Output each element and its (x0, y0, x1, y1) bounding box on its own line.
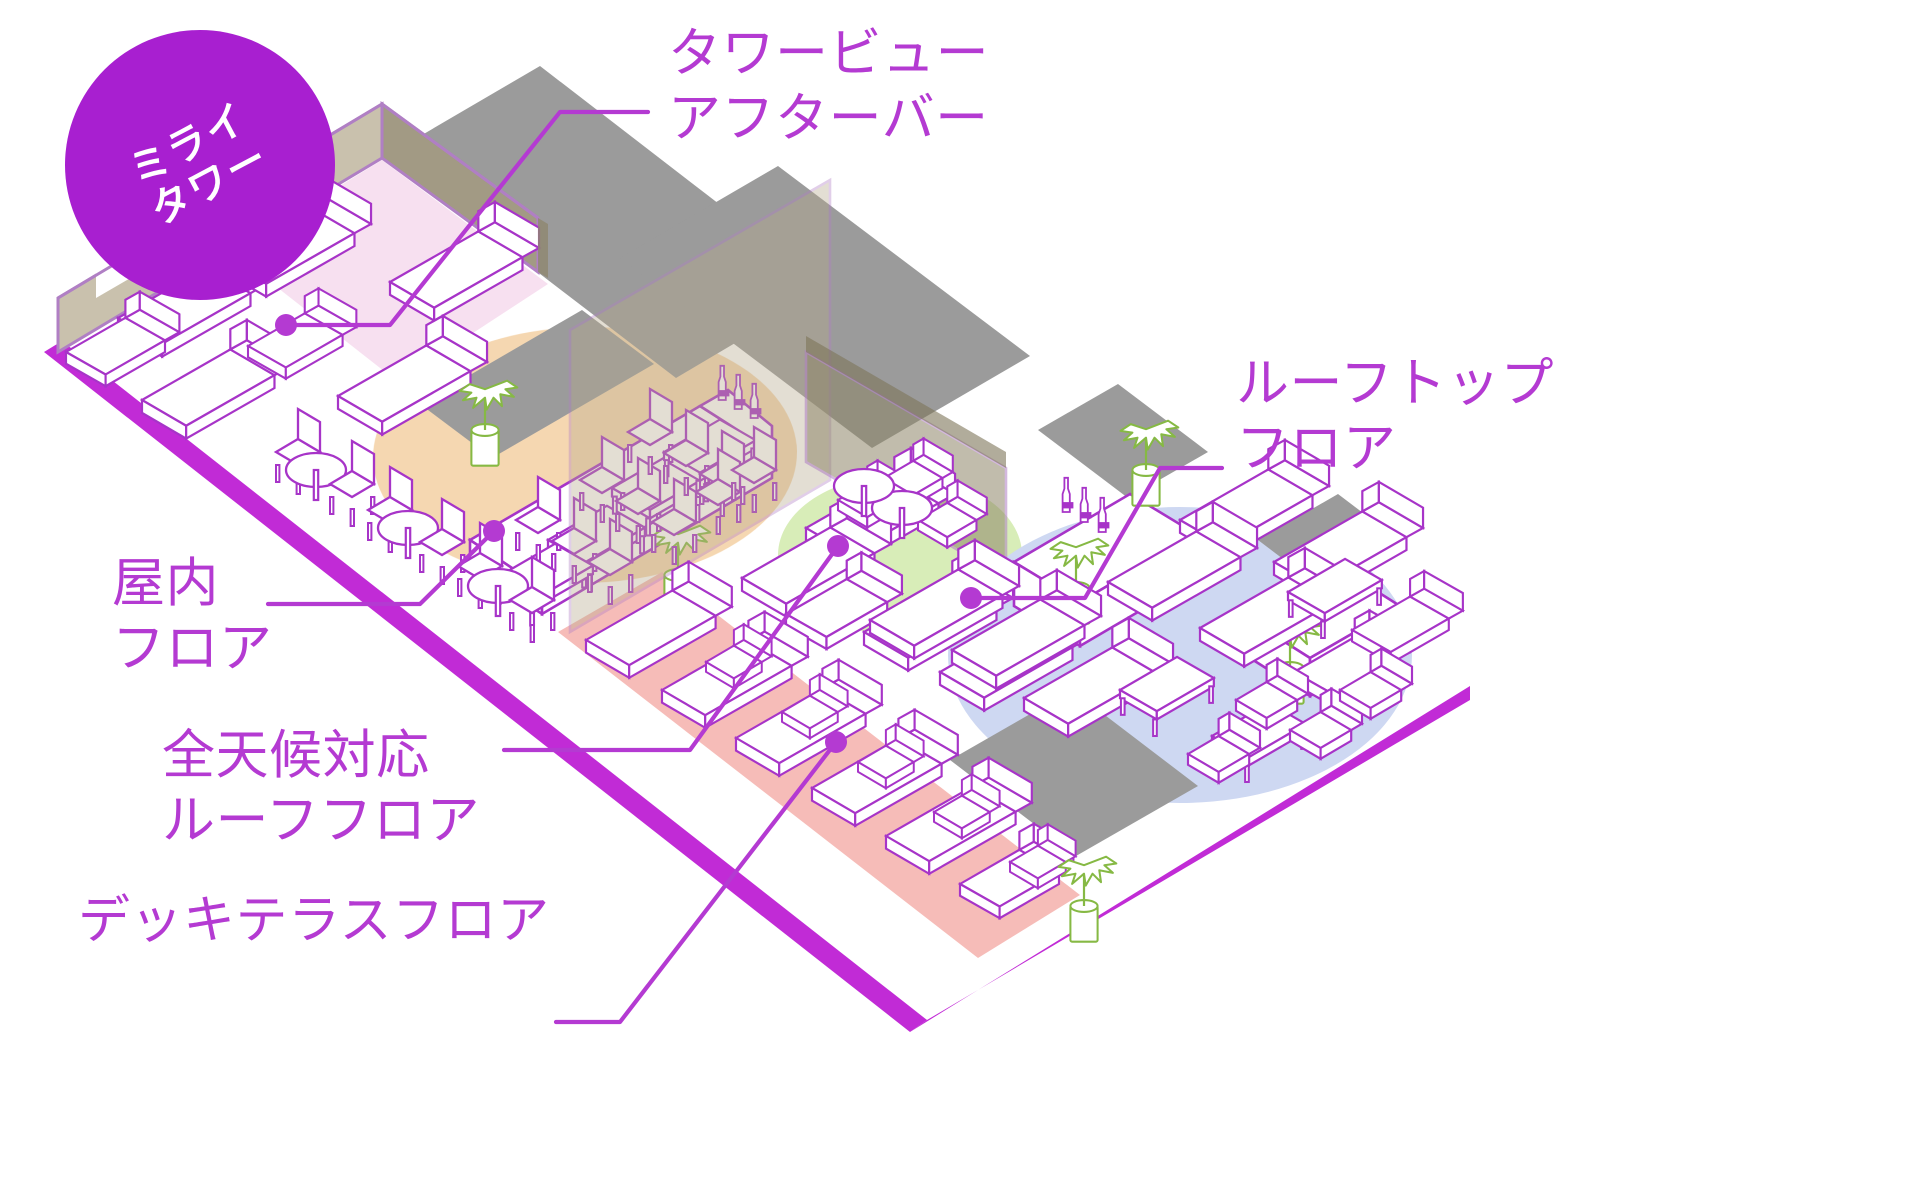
label-rooftop-floor-leader-line (968, 465, 1225, 601)
label-rooftop-floor[interactable]: ルーフトップ フロア (1236, 354, 1554, 478)
leader-dot-layer (275, 314, 982, 753)
label-all-weather-roof-floor-anchor-dot (827, 535, 849, 557)
label-deck-terrace-floor[interactable]: デッキテラスフロア (78, 892, 550, 950)
label-deck-terrace-floor-anchor-dot (825, 731, 847, 753)
label-indoor-floor[interactable]: 屋内 フロア (112, 554, 273, 678)
mirai-tower-badge-text: ミライ タワー (122, 95, 277, 234)
label-tower-view-after-bar-leader-line (283, 109, 651, 328)
label-tower-view-after-bar-anchor-dot (275, 314, 297, 336)
label-rooftop-floor-anchor-dot (960, 587, 982, 609)
label-deck-terrace-floor-leader-line (553, 739, 839, 1025)
label-all-weather-roof-floor[interactable]: 全天候対応 ルーフフロア (162, 726, 480, 850)
label-indoor-floor-leader-line (265, 528, 497, 607)
label-all-weather-roof-floor-leader-line (501, 543, 841, 753)
rooftop-floor-area (868, 419, 1464, 784)
mirai-tower-badge[interactable]: ミライ タワー (65, 30, 335, 300)
all-weather-roof-area (568, 177, 1091, 712)
label-indoor-floor-anchor-dot (483, 520, 505, 542)
leader-line-layer (265, 109, 1225, 1025)
label-tower-view-after-bar[interactable]: タワービュー アフターバー (668, 24, 990, 148)
